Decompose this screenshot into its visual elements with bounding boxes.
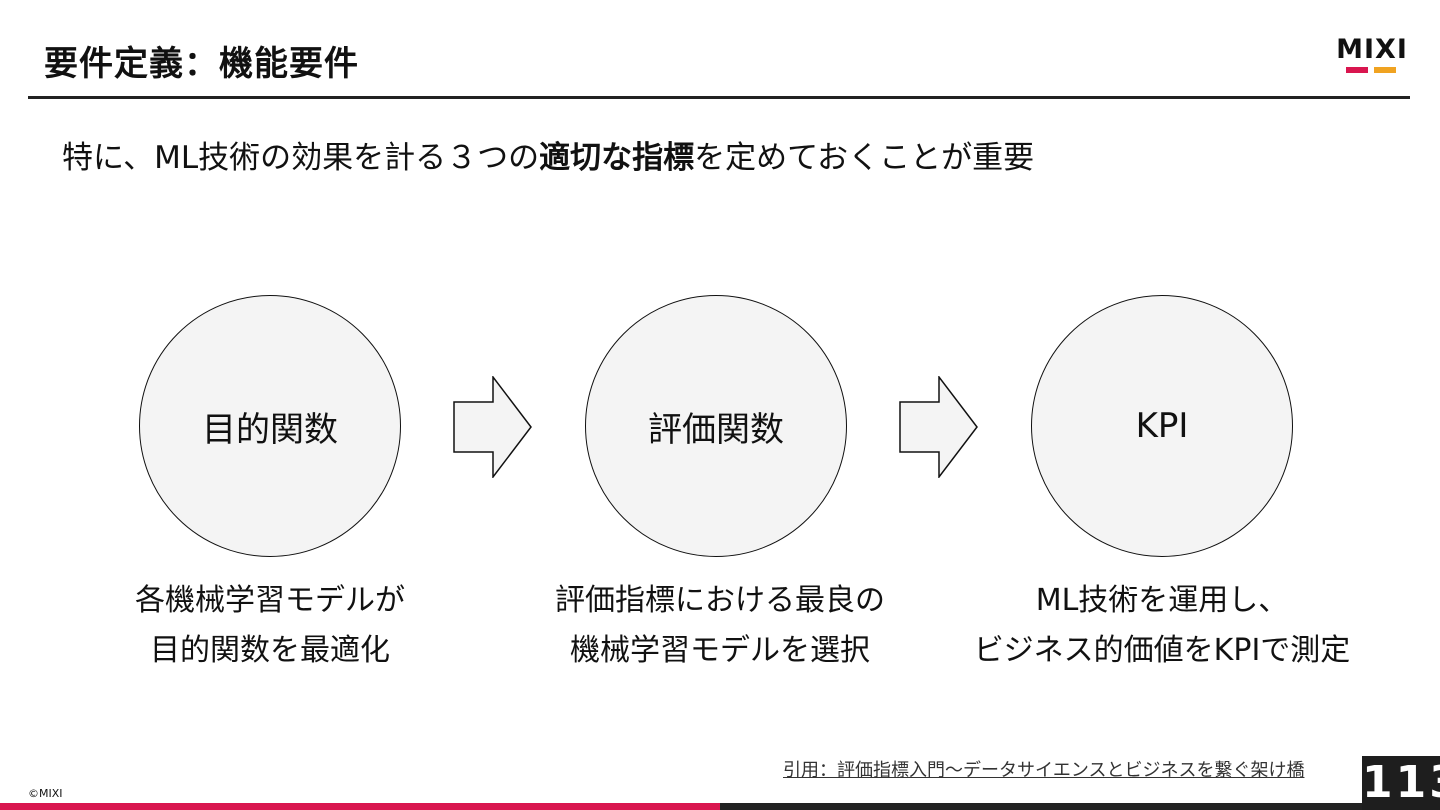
lead-text: 特に、ML技術の効果を計る３つの適切な指標を定めておくことが重要 [62,132,1034,177]
copyright-text: ©MIXI [28,787,63,800]
header-divider [28,96,1410,99]
circle-label: 目的関数 [202,409,338,450]
citation-link[interactable]: 引用：評価指標入門〜データサイエンスとビジネスを繋ぐ架け橋 [783,760,1305,781]
footer-red-bar [0,803,720,810]
caption-kpi: ML技術を運用し、 ビジネス的価値をKPIで測定 [942,576,1382,676]
caption-line: 各機械学習モデルが [135,583,405,618]
circle-objective-function: 目的関数 [139,295,401,557]
caption-line: 目的関数を最適化 [150,633,390,668]
caption-objective-function: 各機械学習モデルが 目的関数を最適化 [50,576,490,676]
caption-line: ML技術を運用し、 [1035,583,1289,618]
page-title: 要件定義：機能要件 [44,44,359,84]
lead-text-bold: 適切な指標 [539,140,695,176]
footer-dark-bar [720,803,1362,810]
circle-label: KPI [1135,406,1189,446]
lead-text-before: 特に、ML技術の効果を計る３つの [62,140,540,176]
logo-text: MIXI [1336,34,1408,65]
page-number: 113 [1362,756,1440,810]
lead-text-after: を定めておくことが重要 [694,140,1035,176]
circle-label: 評価関数 [648,409,784,450]
logo-red-bar [1346,67,1368,73]
right-arrow-icon [453,376,532,478]
caption-line: 機械学習モデルを選択 [570,633,870,668]
mixi-logo: MIXI [1332,36,1412,74]
caption-evaluation-function: 評価指標における最良の 機械学習モデルを選択 [500,576,940,676]
circle-evaluation-function: 評価関数 [585,295,847,557]
logo-orange-bar [1374,67,1396,73]
caption-line: ビジネス的価値をKPIで測定 [973,633,1351,668]
circle-kpi: KPI [1031,295,1293,557]
right-arrow-icon [899,376,978,478]
caption-line: 評価指標における最良の [555,583,885,618]
